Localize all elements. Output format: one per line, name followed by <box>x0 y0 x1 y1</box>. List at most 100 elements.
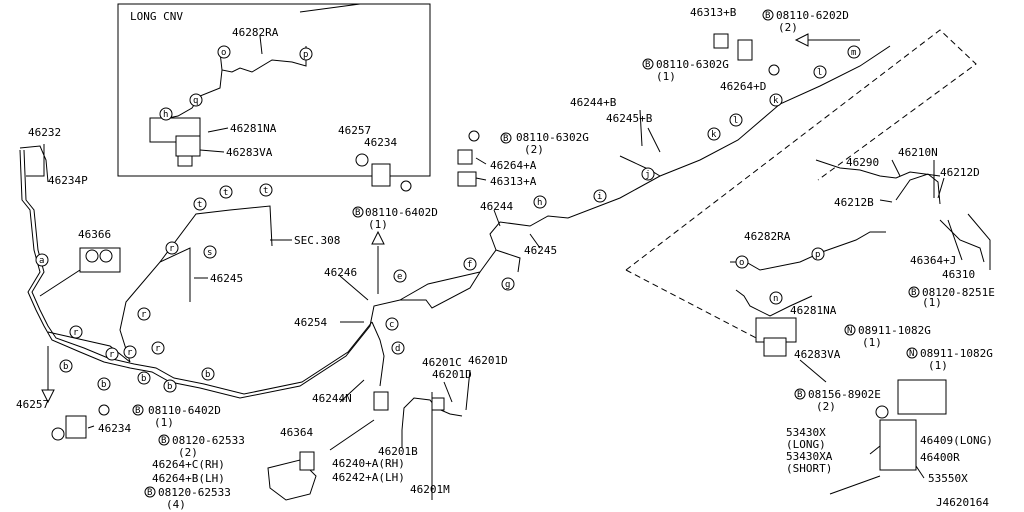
label-46245b: 46245+B <box>606 112 653 125</box>
svg-text:B: B <box>911 288 916 298</box>
callout-c17: c <box>385 317 399 331</box>
bolt-mark-b6: B <box>794 388 806 400</box>
svg-text:N: N <box>847 326 852 336</box>
bolt-mark-b5: B <box>908 286 920 298</box>
label-46212b: 46212B <box>834 196 874 209</box>
callout-c18: d <box>391 341 405 355</box>
label-46234-upper: 46234 <box>364 136 397 149</box>
label-46264c-rh: 46264+C(RH) <box>152 458 225 471</box>
svg-text:r: r <box>73 328 79 338</box>
svg-text:t: t <box>263 186 268 196</box>
label-46283va-inset: 46283VA <box>226 146 273 159</box>
label-46364j: 46364+J <box>910 254 956 267</box>
canister-46400r <box>879 419 917 471</box>
branch-pipe-upper <box>159 205 273 263</box>
bolt-upper-center <box>400 180 412 192</box>
svg-text:g: g <box>505 280 510 290</box>
leader-l01 <box>259 35 263 55</box>
svg-text:h: h <box>163 110 168 120</box>
clip-46264a <box>457 149 473 165</box>
label-46201l: 46201D <box>432 368 472 381</box>
label-46257-lower: 46257 <box>16 398 49 411</box>
label-08911-1082g-a: 08911-1082G <box>858 324 931 337</box>
label-53430xa: 53430XA <box>786 450 833 463</box>
hose-46201b <box>401 397 463 431</box>
callout-c2: r <box>69 325 83 339</box>
main-brake-pipe-2 <box>23 149 373 395</box>
label-46245-left: 46245 <box>210 272 243 285</box>
clip-46244n <box>373 391 389 411</box>
label-46242a-lh: 46242+A(LH) <box>332 471 405 484</box>
callout-c36: n <box>769 291 783 305</box>
leader-46244n <box>339 379 365 403</box>
svg-text:n: n <box>773 294 778 304</box>
svg-text:b: b <box>141 374 146 384</box>
bolt-mark-b8: B <box>158 434 170 446</box>
label-46366: 46366 <box>78 228 111 241</box>
bolt-mark-b7: B <box>132 404 144 416</box>
label-46281na-inset: 46281NA <box>230 122 277 135</box>
clip-46313a <box>457 171 477 187</box>
leader-46212d <box>937 177 945 199</box>
svg-text:q: q <box>193 96 198 106</box>
callout-c21: g <box>501 277 515 291</box>
svg-text:r: r <box>109 350 115 360</box>
label-46281na-right: 46281NA <box>790 304 837 317</box>
label-46364: 46364 <box>280 426 313 439</box>
label-08110-6402d-upper: 08110-6402D <box>365 206 438 219</box>
label-08120-62533-b: 08120-62533 <box>158 486 231 499</box>
callout-c7: r <box>151 341 165 355</box>
label-qty-08120-8251e: (1) <box>922 296 942 309</box>
svg-text:r: r <box>141 310 147 320</box>
long-cnv-inset: LONG CNV <box>117 3 431 177</box>
svg-text:B: B <box>161 436 166 446</box>
svg-text:B: B <box>135 406 140 416</box>
callout-c10: r <box>137 307 151 321</box>
svg-text:o: o <box>739 258 744 268</box>
bolt-lower-left <box>98 404 110 416</box>
part-labels: 46282RA 46281NA 46283VA 46232 46234P 463… <box>16 6 995 511</box>
inset-valve-body <box>175 135 201 157</box>
branch-pipe-center <box>399 271 481 301</box>
leader-46264a <box>475 157 487 165</box>
svg-text:l: l <box>733 116 738 126</box>
svg-text:h: h <box>537 198 542 208</box>
leader-46201d <box>465 369 471 411</box>
label-qty-08110-6402d-lower: (1) <box>154 416 174 429</box>
label-qty-08110-6202d: (2) <box>778 21 798 34</box>
bolt-mark-b3: B <box>762 9 774 21</box>
callout-c27: k <box>769 93 783 107</box>
label-46212d: 46212D <box>940 166 980 179</box>
callouts: a r b b r r r b b r r s t t t b c d e f … <box>35 45 861 393</box>
inset-hose-line <box>219 46 307 73</box>
svg-text:f: f <box>467 260 472 270</box>
svg-text:N: N <box>909 349 914 359</box>
label-sec308: SEC.308 <box>294 234 340 247</box>
svg-text:j: j <box>645 170 650 180</box>
label-qty-08911-1082g-a: (1) <box>862 336 882 349</box>
callout-c12: s <box>203 245 217 259</box>
svg-text:d: d <box>395 344 400 354</box>
clip-46234-upper <box>371 163 391 187</box>
leader-46313a <box>475 177 487 181</box>
label-46234p: 46234P <box>48 174 88 187</box>
callout-c1: a <box>35 253 49 267</box>
inset-frame <box>117 3 431 177</box>
label-46246: 46246 <box>324 266 357 279</box>
leader-46364j <box>947 219 963 261</box>
svg-text:b: b <box>205 370 210 380</box>
label-46264b-lh: 46264+B(LH) <box>152 472 225 485</box>
svg-text:t: t <box>223 188 228 198</box>
leader-46244b <box>639 109 643 147</box>
callout-c19: e <box>393 269 407 283</box>
leader-46310 <box>967 213 991 270</box>
svg-text:i: i <box>597 192 602 202</box>
label-53430x: 53430X <box>786 426 826 439</box>
label-53430xa-short: (SHORT) <box>786 462 832 475</box>
label-qty-08110-6302g-center: (2) <box>524 143 544 156</box>
leader-lines <box>26 109 991 500</box>
leader-46245b <box>647 127 661 153</box>
leader-53550x <box>915 465 925 479</box>
label-46234-lower: 46234 <box>98 422 131 435</box>
